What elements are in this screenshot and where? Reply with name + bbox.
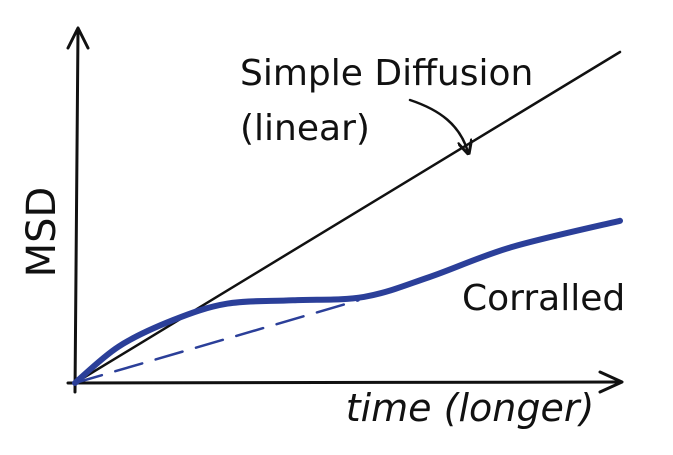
simple-diffusion-annotation-line1: Simple Diffusion — [240, 53, 533, 94]
series-corralled-line — [72, 217, 623, 386]
x-axis-label: time (longer) — [346, 386, 595, 430]
y-axis — [73, 28, 80, 394]
series-layer — [72, 50, 623, 386]
x-axis — [66, 380, 622, 385]
y-axis-label: MSD — [19, 187, 65, 278]
x-axis-arrowhead — [598, 370, 624, 394]
corralled-annotation: Corralled — [462, 278, 625, 319]
series-simple-diffusion-line — [73, 50, 622, 385]
simple-diffusion-annotation-arrow — [408, 98, 468, 152]
y-axis-arrowhead — [66, 26, 90, 50]
series-corralled-early-slope-dashed-line — [73, 299, 360, 385]
simple-diffusion-annotation-line2: (linear) — [240, 108, 370, 149]
